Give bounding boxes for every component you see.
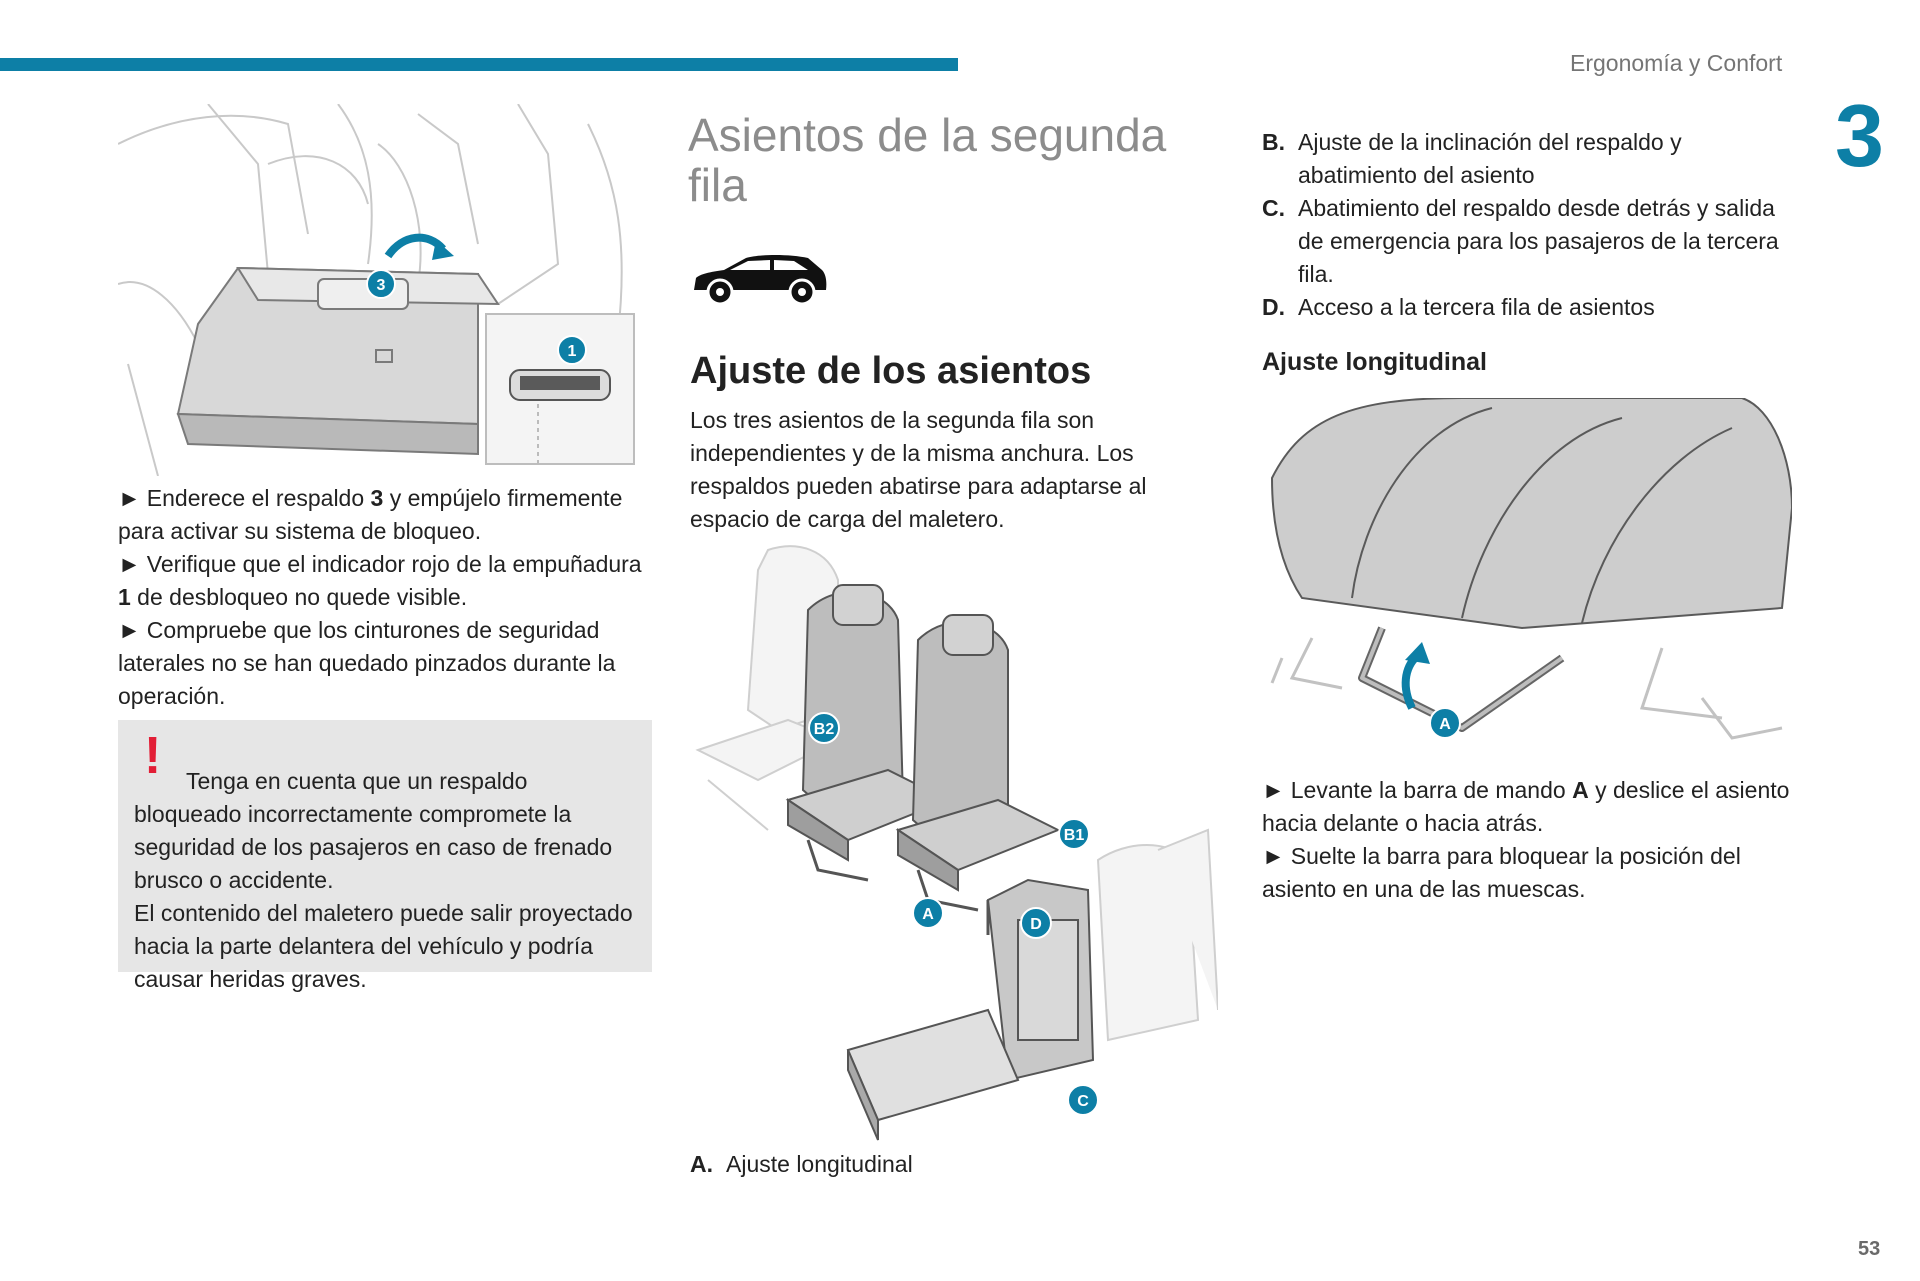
svg-text:1: 1 — [568, 343, 577, 360]
callout-B2: B2 — [808, 712, 840, 744]
svg-text:3: 3 — [377, 277, 386, 294]
callout-A: A — [912, 897, 944, 929]
page-number: 53 — [1858, 1238, 1881, 1260]
svg-text:B2: B2 — [814, 721, 835, 738]
legend-item: D. Acceso a la tercera fila de asientos — [1262, 294, 1655, 320]
legend-item: B. Ajuste de la inclinación del respaldo… — [1262, 129, 1682, 188]
callout-1: 1 — [557, 335, 587, 365]
callout-C: C — [1067, 1084, 1099, 1116]
instruction-item: ►Compruebe que los cinturones de segurid… — [118, 617, 616, 709]
longitudinal-adjust-illustration: A — [1262, 398, 1792, 768]
instruction-item: ►Verifique que el indicador rojo de la e… — [118, 551, 642, 610]
page-title: Asientos de la segunda fila — [688, 109, 1167, 211]
instruction-item: ►Enderece el respaldo 3 y empújelo firme… — [118, 485, 623, 544]
subsection-heading: Ajuste longitudinal — [1262, 348, 1487, 376]
callout-D: D — [1020, 907, 1052, 939]
warning-line: Tenga en cuenta que un respaldo bloquead… — [134, 768, 613, 893]
section-heading: Ajuste de los asientos — [690, 350, 1092, 392]
callout-B1: B1 — [1058, 818, 1090, 850]
warning-line: El contenido del maletero puede salir pr… — [134, 900, 633, 992]
second-row-seats-illustration: B2 B1 A D C — [688, 540, 1218, 1150]
svg-text:D: D — [1030, 916, 1042, 933]
legend-item: A. Ajuste longitudinal — [690, 1151, 913, 1177]
warning-text: Tenga en cuenta que un respaldo bloquead… — [134, 732, 636, 996]
header-accent-bar — [0, 58, 958, 71]
svg-text:A: A — [1439, 716, 1451, 733]
instruction-item: ►Levante la barra de mando A y deslice e… — [1262, 777, 1790, 836]
instruction-item: ►Suelte la barra para bloquear la posici… — [1262, 843, 1741, 902]
warning-box: ! Tenga en cuenta que un respaldo bloque… — [118, 720, 652, 992]
chapter-number: 3 — [1835, 86, 1884, 185]
backrest-lock-illustration: 3 1 — [118, 104, 648, 476]
callout-3: 3 — [366, 269, 396, 299]
warning-exclamation-icon: ! — [144, 727, 162, 785]
middle-legend: A. Ajuste longitudinal — [690, 1148, 1190, 1181]
svg-text:B1: B1 — [1064, 827, 1085, 844]
car-suv-icon — [694, 255, 827, 306]
intro-paragraph: Los tres asientos de la segunda fila son… — [690, 407, 1147, 532]
svg-text:C: C — [1077, 1093, 1089, 1110]
left-instructions: ►Enderece el respaldo 3 y empújelo firme… — [118, 482, 658, 713]
right-legend: B. Ajuste de la inclinación del respaldo… — [1262, 126, 1792, 324]
svg-text:A: A — [922, 906, 934, 923]
section-title: Ergonomía y Confort — [1570, 50, 1783, 76]
callout-A: A — [1429, 707, 1461, 739]
right-instructions: ►Levante la barra de mando A y deslice e… — [1262, 774, 1802, 906]
legend-item: C. Abatimiento del respaldo desde detrás… — [1262, 195, 1779, 287]
